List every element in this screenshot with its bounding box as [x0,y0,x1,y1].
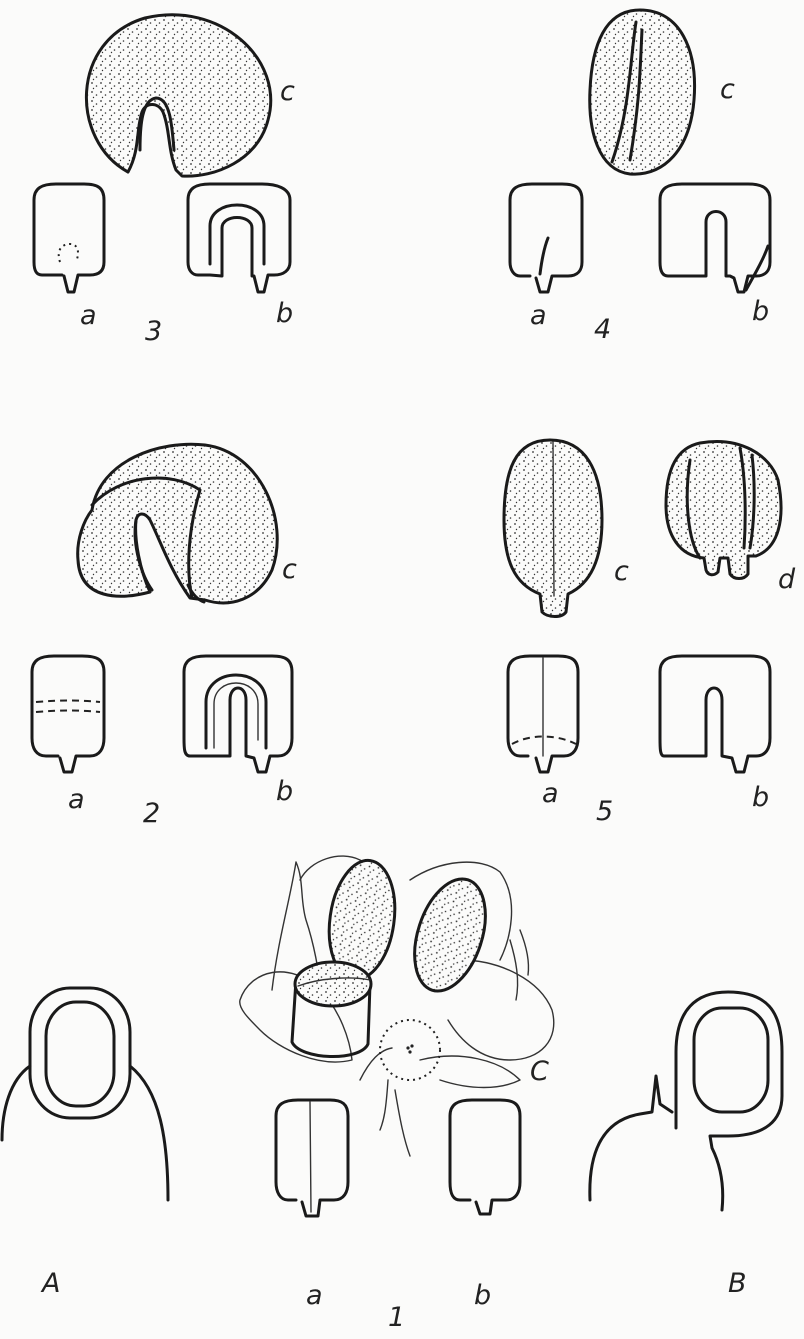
fig3-b-grain [188,184,290,292]
fig3-c-pollen [86,15,270,176]
fig5-d-pollen [666,442,781,579]
fig2-a-grain [32,656,104,772]
fig4-c-pollen [590,10,695,174]
fig1-C-flower [240,856,554,1156]
fig4-label-b: b [752,298,769,325]
fig5-label-number: 5 [596,798,613,825]
fig4-label-number: 4 [594,316,611,343]
fig5-a-grain [508,656,578,772]
fig3-label-c: c [280,78,295,105]
fig3-label-b: b [276,300,293,327]
fig2-label-a: a [68,786,85,813]
fig3-label-a: a [80,302,97,329]
fig5-label-b: b [752,784,769,811]
fig1-A-outline [2,988,168,1200]
fig2-label-b: b [276,778,293,805]
fig2-label-c: c [282,556,297,583]
fig1-label-a: a [306,1282,323,1309]
fig4-b-grain [660,184,770,292]
fig1-label-number: 1 [388,1304,405,1331]
fig5-label-c: c [614,558,629,585]
fig4-label-c: c [720,76,735,103]
fig4-a-grain [510,184,582,292]
fig2-label-number: 2 [143,800,160,827]
fig1-b-grain [450,1100,520,1214]
fig1-label-B: B [728,1270,747,1297]
fig2-c-pollen [78,444,278,603]
fig5-label-a: a [542,780,559,807]
fig1-label-C: C [530,1058,549,1085]
fig5-label-d: d [778,566,795,593]
fig1-B-outline [590,992,782,1210]
fig1-label-A: A [42,1270,60,1297]
fig3-label-number: 3 [145,318,162,345]
fig2-b-grain [184,656,292,772]
fig1-a-grain [276,1100,348,1216]
fig4-label-a: a [530,302,547,329]
fig1-label-b: b [474,1282,491,1309]
fig5-c-pollen [504,440,602,617]
fig3-a-grain [34,184,104,292]
fig5-b-grain [660,656,770,772]
